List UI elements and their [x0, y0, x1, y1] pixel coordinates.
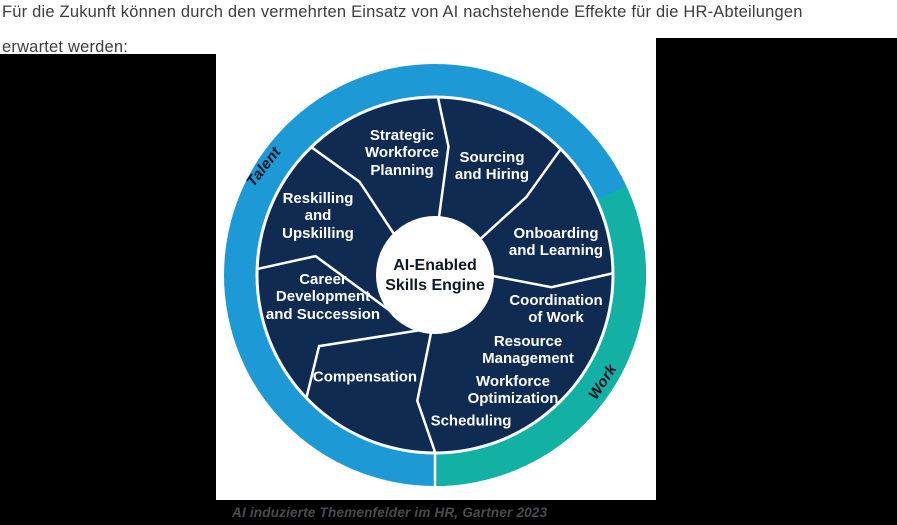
- divider-sourcing-onboarding: [479, 148, 562, 241]
- wedge-label-resource-management: Resource Management: [482, 332, 574, 367]
- wedge-label-sourcing-and-hiring: Sourcing and Hiring: [454, 148, 530, 183]
- wedge-label-scheduling: Scheduling: [430, 412, 512, 430]
- wedge-label-onboarding-and-learning: Onboarding and Learning: [508, 224, 604, 259]
- header-text-line2: erwartet werden:: [2, 38, 129, 56]
- divider-compensation-career: [305, 329, 420, 399]
- divider-reskilling-strategic: [310, 146, 396, 236]
- divider-strategic-sourcing: [436, 96, 450, 219]
- skills-wheel: [224, 64, 646, 488]
- wedge-label-compensation: Compensation: [312, 368, 418, 386]
- divider-onboarding-work: [491, 272, 614, 289]
- source-caption: AI induzierte Themenfelder im HR, Gartne…: [232, 505, 548, 520]
- divider-work-compensation: [416, 331, 437, 488]
- wedge-dividers: [256, 96, 614, 488]
- hub-circle: [376, 216, 494, 334]
- header-background-left: [0, 0, 656, 54]
- wedge-label-reskilling-upskilling: Reskilling and Upskilling: [282, 190, 354, 242]
- wedge-label-career-development: Career Development and Succession: [265, 271, 381, 323]
- wedge-label-strategic-workforce-planning: Strategic Workforce Planning: [365, 127, 439, 179]
- header-text-line1: Für die Zukunft können durch den vermehr…: [2, 3, 803, 21]
- wedge-label-workforce-optimization: Workforce Optimization: [467, 372, 559, 407]
- hub-label: AI-Enabled Skills Engine: [385, 257, 485, 294]
- diagram-panel: Strategic Workforce Planning Sourcing an…: [216, 54, 656, 500]
- divider-career-reskilling: [256, 254, 390, 312]
- wedge-label-coordination-of-work: Coordination of Work: [509, 291, 603, 326]
